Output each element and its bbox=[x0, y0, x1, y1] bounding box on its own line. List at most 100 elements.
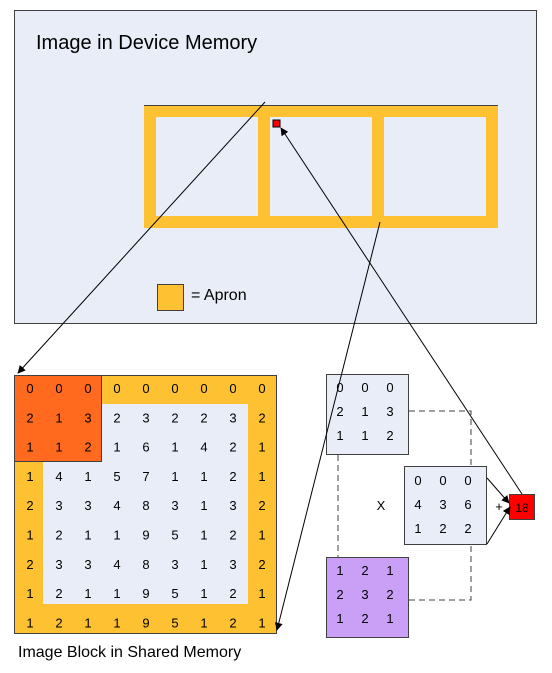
kernel-matrix-box bbox=[326, 557, 409, 638]
shared-grid-cell: 0 bbox=[55, 381, 62, 396]
shared-grid-cell: 2 bbox=[229, 440, 236, 455]
dashed-connectors bbox=[337, 410, 472, 601]
shared-grid-cell: 0 bbox=[26, 381, 33, 396]
patch-grid-cell: 0 bbox=[361, 380, 368, 395]
kernel-grid-cell: 2 bbox=[361, 611, 368, 626]
product-grid-cell: 0 bbox=[414, 473, 421, 488]
shared-grid-cell: 2 bbox=[258, 557, 265, 572]
shared-grid-cell: 1 bbox=[171, 440, 178, 455]
shared-memory-title: Image Block in Shared Memory bbox=[18, 644, 242, 661]
shared-grid-cell: 3 bbox=[171, 557, 178, 572]
shared-grid-cell: 5 bbox=[171, 586, 178, 601]
product-grid-cell: 0 bbox=[439, 473, 446, 488]
shared-grid-cell: 2 bbox=[171, 410, 178, 425]
shared-grid-cell: 0 bbox=[229, 381, 236, 396]
shared-grid-cell: 2 bbox=[229, 615, 236, 630]
product-grid-cell: 3 bbox=[439, 497, 446, 512]
shared-grid-cell: 1 bbox=[55, 410, 62, 425]
product-grid-cell: 1 bbox=[414, 521, 421, 536]
times-operator: X bbox=[377, 498, 386, 513]
apron-blocks bbox=[144, 105, 498, 228]
shared-grid-cell: 1 bbox=[84, 469, 91, 484]
kernel-grid-cell: 3 bbox=[361, 587, 368, 602]
arrow-to-result bbox=[486, 477, 510, 504]
shared-grid-cell: 8 bbox=[142, 557, 149, 572]
kernel-grid-cell: 1 bbox=[336, 563, 343, 578]
shared-grid-cell: 3 bbox=[55, 498, 62, 513]
shared-grid-cell: 3 bbox=[55, 557, 62, 572]
shared-grid-cell: 2 bbox=[258, 410, 265, 425]
shared-grid-cell: 3 bbox=[84, 498, 91, 513]
selected-pixel bbox=[272, 119, 281, 128]
shared-grid-cell: 2 bbox=[55, 586, 62, 601]
result-box bbox=[509, 494, 535, 520]
shared-grid-cell: 4 bbox=[200, 440, 207, 455]
shared-grid-cell: 1 bbox=[258, 615, 265, 630]
legend-swatch bbox=[157, 284, 184, 311]
arrows bbox=[17, 101, 523, 631]
shared-grid-cell: 0 bbox=[171, 381, 178, 396]
shared-grid-cell: 3 bbox=[84, 557, 91, 572]
device-memory-title: Image in Device Memory bbox=[36, 32, 258, 54]
shared-grid-cell: 9 bbox=[142, 615, 149, 630]
shared-grid-cell: 2 bbox=[200, 410, 207, 425]
apron-block-3 bbox=[372, 105, 498, 228]
product-grid-cell: 0 bbox=[464, 473, 471, 488]
product-grid-cell: 6 bbox=[464, 497, 471, 512]
shared-grid-cell: 1 bbox=[200, 469, 207, 484]
shared-grid-cell: 0 bbox=[200, 381, 207, 396]
product-grid-cell: 2 bbox=[439, 521, 446, 536]
shared-grid-cell: 4 bbox=[55, 469, 62, 484]
patch-grid-cell: 0 bbox=[336, 380, 343, 395]
shared-grid-cell: 1 bbox=[258, 440, 265, 455]
device-memory-panel bbox=[14, 10, 537, 324]
shared-grid-cell: 1 bbox=[200, 615, 207, 630]
shared-grid-cell: 0 bbox=[258, 381, 265, 396]
shared-grid-cell: 5 bbox=[171, 615, 178, 630]
shared-grid-cell: 3 bbox=[171, 498, 178, 513]
plus-operator: + bbox=[495, 499, 503, 514]
shared-grid-cell: 1 bbox=[113, 528, 120, 543]
shared-grid-cell: 1 bbox=[200, 528, 207, 543]
shared-grid-cell: 2 bbox=[55, 528, 62, 543]
shared-grid-cell: 1 bbox=[55, 440, 62, 455]
kernel-grid-cell: 2 bbox=[386, 587, 393, 602]
shared-grid-cell: 1 bbox=[113, 440, 120, 455]
shared-grid-cell: 1 bbox=[200, 557, 207, 572]
shared-grid-cell: 4 bbox=[113, 557, 120, 572]
shared-grid-cell: 1 bbox=[84, 528, 91, 543]
shared-grid-cell: 5 bbox=[171, 528, 178, 543]
shared-grid-cell: 0 bbox=[84, 381, 91, 396]
shared-grid-cell: 3 bbox=[229, 498, 236, 513]
patch-grid-cell: 3 bbox=[386, 404, 393, 419]
kernel-grid-cell: 2 bbox=[361, 563, 368, 578]
shared-grid-cell: 1 bbox=[113, 615, 120, 630]
arrow-to-shared-block bbox=[17, 101, 266, 374]
shared-grid-cell: 2 bbox=[26, 557, 33, 572]
shared-grid-cell: 1 bbox=[171, 469, 178, 484]
shared-grid-cell: 3 bbox=[229, 557, 236, 572]
shared-grid-cell: 1 bbox=[200, 498, 207, 513]
arrow-block-corner bbox=[274, 221, 381, 631]
shared-grid-cell: 1 bbox=[26, 528, 33, 543]
shared-grid-cell: 1 bbox=[258, 586, 265, 601]
shared-grid-cell: 1 bbox=[26, 586, 33, 601]
shared-grid-cell: 2 bbox=[26, 498, 33, 513]
arrow-to-product bbox=[486, 506, 511, 545]
shared-grid-cell: 1 bbox=[200, 586, 207, 601]
shared-grid-cell: 5 bbox=[113, 469, 120, 484]
shared-grid-cell: 2 bbox=[229, 469, 236, 484]
kernel-grid-cell: 2 bbox=[336, 587, 343, 602]
active-window bbox=[14, 375, 102, 462]
shared-grid-cell: 2 bbox=[113, 410, 120, 425]
shared-grid-cell: 7 bbox=[142, 469, 149, 484]
patch-grid-cell: 0 bbox=[386, 380, 393, 395]
patch-matrix-box bbox=[326, 374, 409, 455]
shared-grid-cell: 0 bbox=[142, 381, 149, 396]
patch-grid-cell: 2 bbox=[386, 428, 393, 443]
shared-grid-cell: 1 bbox=[26, 469, 33, 484]
shared-grid-cell: 6 bbox=[142, 440, 149, 455]
shared-grid-cell: 2 bbox=[84, 440, 91, 455]
